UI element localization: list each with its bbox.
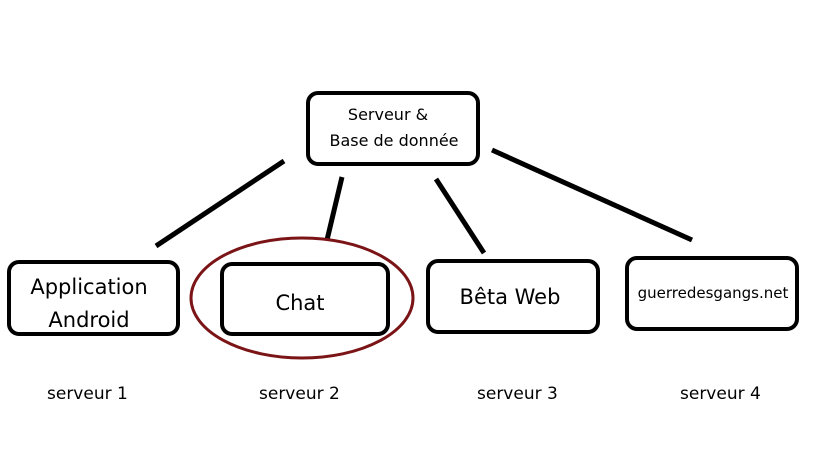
connector-android [154, 158, 286, 249]
node-beta-web: Bêta Web [426, 259, 600, 334]
connector-beta-web [433, 177, 487, 255]
server-label-2: serveur 2 [259, 384, 340, 404]
node-guerredesgangs-label: guerredesgangs.net [638, 284, 789, 302]
server-label-1: serveur 1 [47, 384, 128, 404]
node-beta-web-label: Bêta Web [460, 285, 561, 309]
root-node-box [306, 91, 480, 166]
root-node-label-line1: Serveur & [348, 105, 428, 124]
node-android-label-line2: Android [48, 308, 129, 332]
connectors [154, 147, 694, 255]
node-beta-web-box [426, 259, 600, 334]
root-node: Serveur & Base de donnée [306, 91, 480, 166]
connector-guerredesgangs [490, 147, 694, 243]
server-label-3: serveur 3 [477, 384, 558, 404]
node-chat-label: Chat [275, 291, 324, 315]
node-guerredesgangs-box [625, 256, 799, 331]
connector-chat [324, 176, 345, 241]
node-android-box [7, 260, 180, 336]
highlight-circle [189, 236, 415, 360]
node-chat-box [220, 262, 390, 336]
node-guerredesgangs: guerredesgangs.net [625, 256, 799, 331]
root-node-label-line2: Base de donnée [329, 131, 458, 150]
server-label-4: serveur 4 [680, 384, 761, 404]
node-android: Application Android [7, 260, 180, 336]
node-android-label-line1: Application [30, 275, 147, 299]
node-chat: Chat [189, 236, 415, 360]
